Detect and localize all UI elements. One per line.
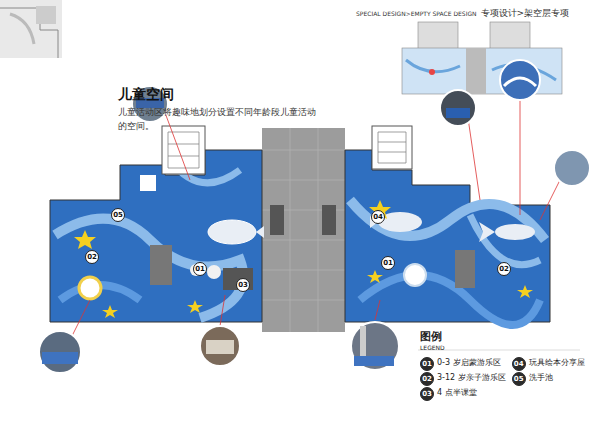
legend-text: 3-12 岁亲子游乐区: [437, 373, 506, 383]
callout-number: 02: [85, 250, 99, 264]
title: 儿童空间: [118, 86, 174, 103]
callout-number: 04: [512, 357, 526, 371]
legend-text: 洗手池: [529, 373, 553, 383]
legend-heading: LEGEND: [420, 344, 445, 351]
callout-number: 01: [381, 256, 395, 270]
callout-number: 04: [371, 210, 385, 224]
inset-photos: [39, 60, 590, 373]
thumbnail-plan: [0, 0, 62, 58]
callout-number: 03: [420, 387, 434, 401]
callout-number: 05: [512, 372, 526, 386]
callout-number: 05: [111, 208, 125, 222]
legend-text: 0-3 岁启蒙游乐区: [437, 358, 501, 368]
header-text: SPECIAL DESIGN>EMPTY SPACE DESIGN: [356, 10, 477, 17]
description-text: 儿童活动区将趣味地划分设置不同年龄段儿童活动的空间。: [118, 106, 323, 133]
legend-text: 4 点半课堂: [437, 388, 477, 398]
callout-number: 02: [420, 372, 434, 386]
callout-number: 02: [497, 262, 511, 276]
callout-number: 03: [236, 278, 250, 292]
callout-number: 01: [193, 262, 207, 276]
legend-heading: 图例: [420, 330, 442, 343]
callout-number: 01: [420, 357, 434, 371]
legend-text: 玩具绘本分享屋: [529, 358, 585, 368]
header-text: 专项设计>架空层专项: [481, 8, 570, 19]
